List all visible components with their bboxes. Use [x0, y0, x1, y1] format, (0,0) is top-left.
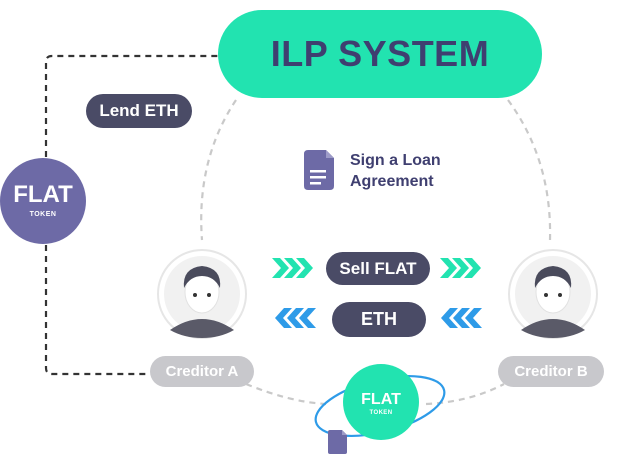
creditor-b-label: Creditor B: [514, 363, 588, 380]
connector-token-system: [44, 54, 222, 157]
document-icon: [328, 430, 347, 454]
arrow-left-icon: [275, 308, 316, 328]
ilp-system-pill: [218, 10, 542, 98]
eth-label: ETH: [361, 309, 397, 329]
arc-bottom-left: [245, 382, 327, 406]
creditor-b-pill: [498, 356, 604, 387]
person-a-icon: [157, 249, 247, 339]
lend-eth-pill: [86, 94, 192, 128]
connector-token-creditor-a: [44, 245, 150, 376]
arrow-left-icon: [441, 308, 482, 328]
flat-token-main: [0, 158, 86, 244]
small-token-name: FLAT: [361, 391, 401, 408]
arc-bottom-right: [425, 383, 505, 406]
flat-token-sub: TOKEN: [29, 211, 57, 218]
agreement-line-1: Sign a Loan: [350, 152, 441, 169]
document-icon: [304, 150, 334, 190]
agreement-label: Sign a Loan Agreement: [350, 150, 490, 192]
person-b-icon: [508, 249, 598, 339]
sell-flat-label: Sell FLAT: [339, 258, 417, 278]
eth-pill: [332, 302, 426, 337]
creditor-a-label: Creditor A: [165, 363, 239, 380]
lend-eth-label: Lend ETH: [99, 101, 179, 120]
sell-flat-pill: [326, 252, 430, 285]
arrow-right-icon: [440, 258, 481, 278]
arc-left: [200, 99, 237, 241]
small-token-sub: TOKEN: [369, 410, 393, 416]
arrow-right-icon: [272, 258, 313, 278]
agreement-line-2: Agreement: [350, 173, 434, 190]
flat-token-name: FLAT: [13, 181, 73, 208]
ilp-system-label: ILP SYSTEM: [270, 33, 490, 74]
creditor-a-pill: [150, 356, 254, 387]
arc-right: [507, 99, 552, 241]
token-icon: [343, 364, 419, 440]
